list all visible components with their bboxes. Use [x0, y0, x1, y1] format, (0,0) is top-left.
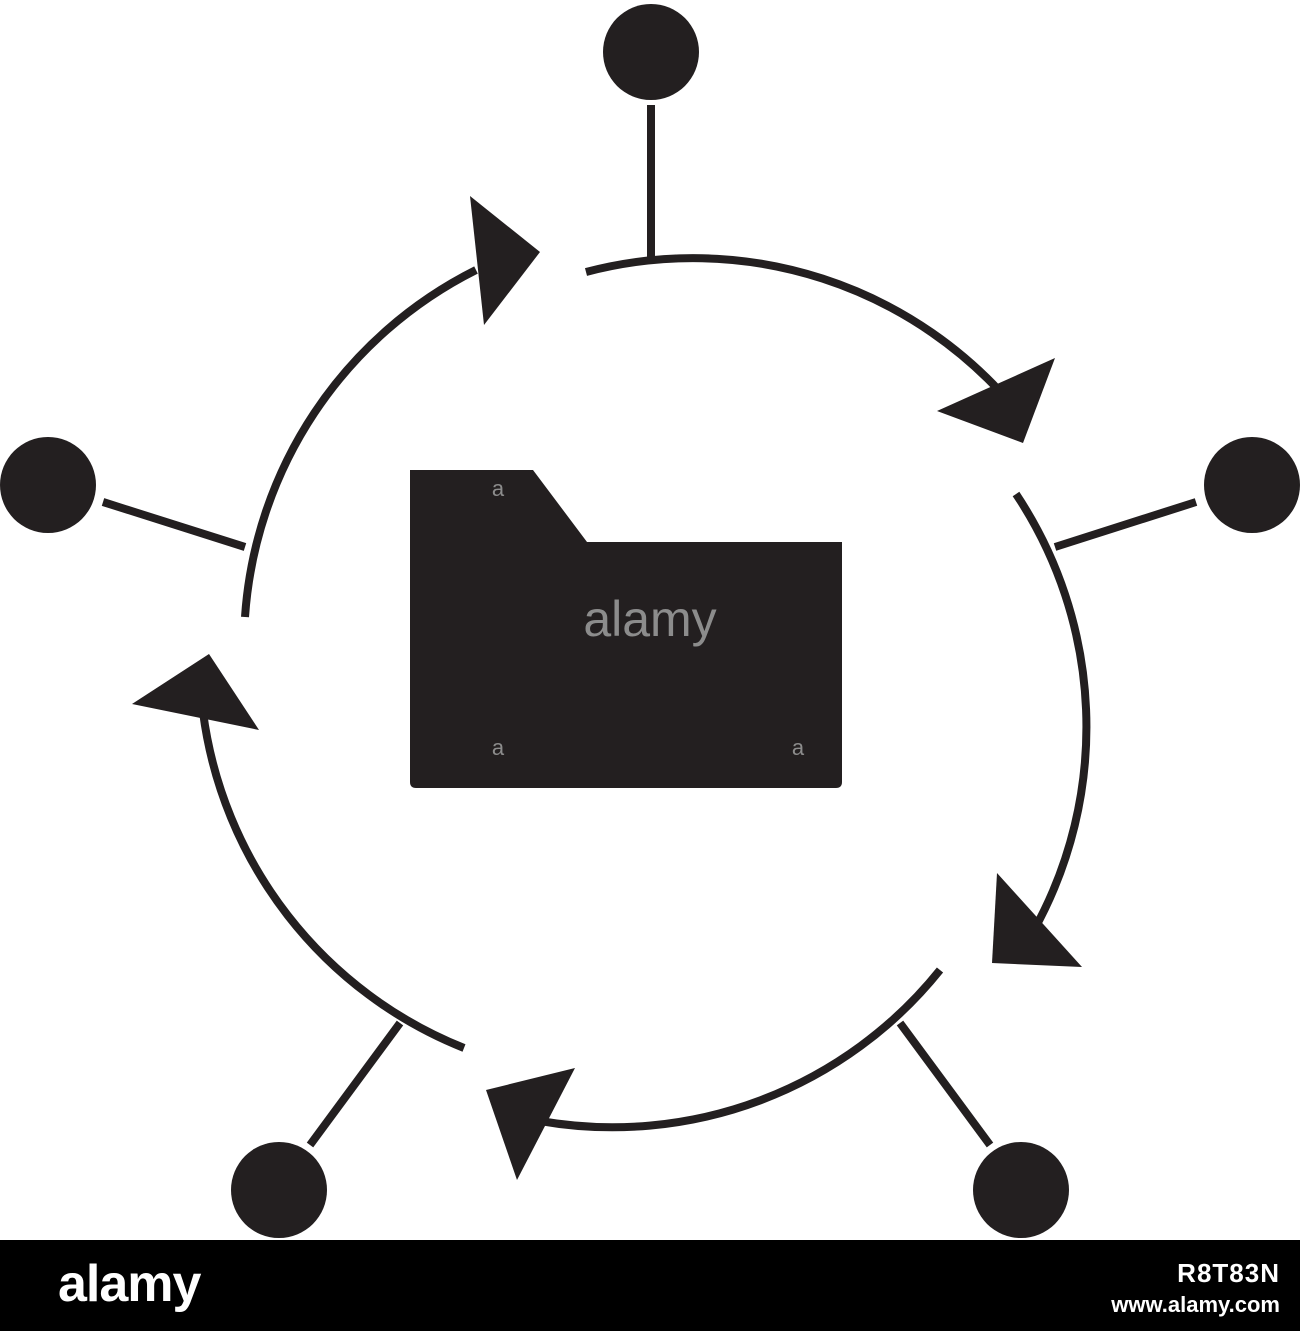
spoke-right: [1053, 498, 1198, 551]
stock-footer-bar: alamy R8T83N www.alamy.com: [0, 1240, 1300, 1331]
ring-segment-bottom-left: [199, 711, 466, 1052]
spoke-left: [101, 498, 247, 551]
cycle-ring: [199, 254, 1091, 1132]
arrowhead-bottom-icon: [486, 1068, 575, 1180]
node-top: [603, 4, 699, 100]
ring-segment-right: [1012, 491, 1091, 932]
footer-image-id: R8T83N: [1177, 1258, 1280, 1288]
watermark-mark-1: a: [492, 476, 505, 501]
ring-segment-left: [241, 266, 478, 618]
node-left: [0, 437, 96, 533]
spoke-bottom-left: [306, 1020, 404, 1148]
watermark-mark-2: a: [492, 735, 505, 760]
footer-logo: alamy: [58, 1255, 201, 1313]
watermark-mark-3: a: [792, 735, 805, 760]
arrowhead-top-right-icon: [937, 358, 1055, 443]
watermark-text: alamy: [583, 591, 716, 647]
diagram-canvas: alamy a a a: [0, 4, 1300, 1238]
node-bottom-left: [231, 1142, 327, 1238]
node-right: [1204, 437, 1300, 533]
node-bottom-right: [973, 1142, 1069, 1238]
arrowhead-right-icon: [992, 873, 1082, 967]
ring-segment-bottom-right: [539, 967, 944, 1132]
cycle-arrowheads: [132, 196, 1082, 1180]
folder-icon: [410, 470, 842, 788]
spokes: [101, 105, 1198, 1148]
arrowhead-top-left-icon: [470, 196, 540, 325]
arrowhead-left-icon: [132, 654, 259, 730]
outer-nodes: [0, 4, 1300, 1238]
ring-segment-top-right: [584, 254, 1022, 415]
footer-url: www.alamy.com: [1111, 1292, 1280, 1317]
spoke-bottom-right: [896, 1020, 994, 1148]
